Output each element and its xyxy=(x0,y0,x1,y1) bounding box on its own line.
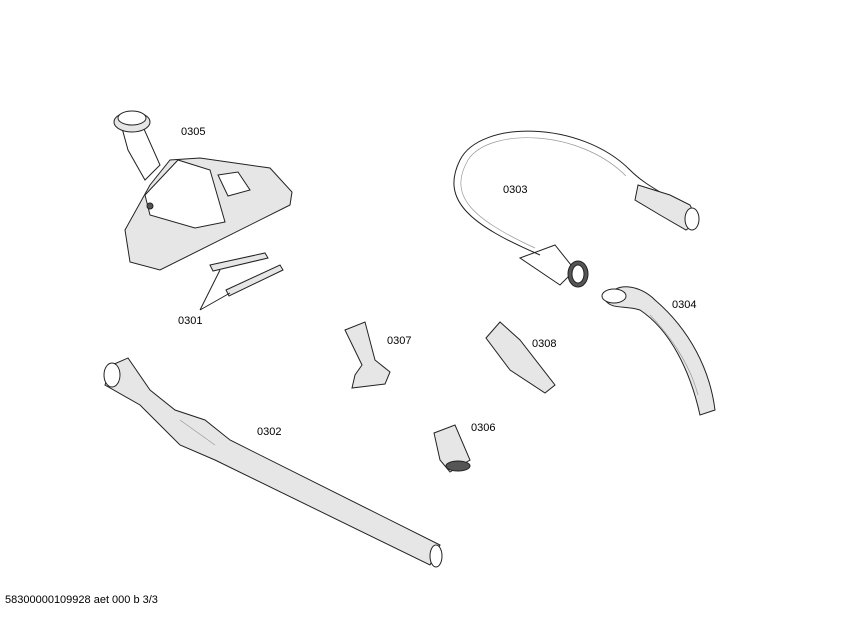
document-footer-code: 58300000109928 aet 000 b 3/3 xyxy=(5,594,158,606)
glide-strips-drawing[interactable] xyxy=(199,252,284,311)
handle-drawing[interactable] xyxy=(601,286,716,416)
crevice-nozzle-drawing[interactable] xyxy=(485,321,556,394)
callout-0308[interactable]: 0308 xyxy=(532,338,557,350)
callout-0304[interactable]: 0304 xyxy=(672,299,697,311)
callout-0302[interactable]: 0302 xyxy=(257,426,282,438)
small-nozzle-drawing[interactable] xyxy=(433,424,471,473)
callout-0305[interactable]: 0305 xyxy=(181,126,206,138)
callout-0306[interactable]: 0306 xyxy=(471,422,496,434)
hose-drawing[interactable] xyxy=(453,130,700,288)
floor-nozzle-drawing[interactable] xyxy=(113,110,293,271)
callout-0307[interactable]: 0307 xyxy=(387,335,412,347)
callout-0301[interactable]: 0301 xyxy=(178,315,203,327)
telescopic-tube-drawing[interactable] xyxy=(103,357,443,568)
callout-0303[interactable]: 0303 xyxy=(503,184,528,196)
upholstery-nozzle-drawing[interactable] xyxy=(344,321,391,389)
